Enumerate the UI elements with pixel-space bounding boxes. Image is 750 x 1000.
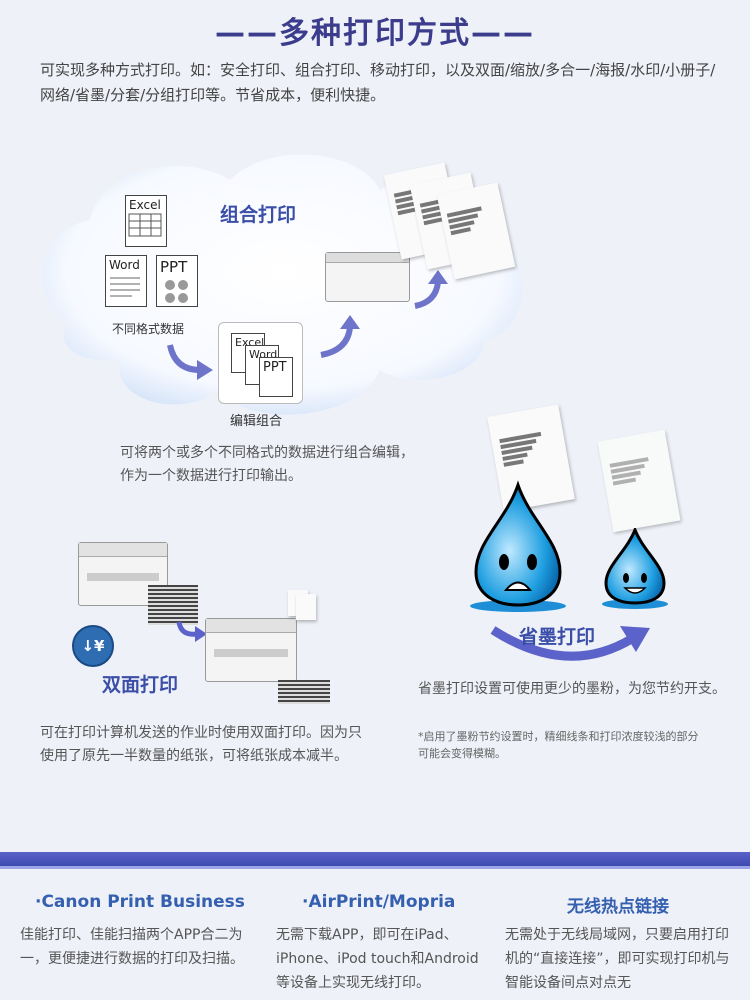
combo-heading: 组合打印 [220,204,297,226]
curved-arrow-icon [167,344,213,380]
printer-icon [325,252,410,302]
duplex-heading: 双面打印 [102,674,179,696]
toner-note: *启用了墨粉节约设置时，精细线条和打印浓度较浅的部分可能会变得模糊。 [418,730,699,760]
duplex-description: 可在打印计算机发送的作业时使用双面打印。因为只使用了原先一半数量的纸张，可将纸张… [40,725,362,764]
feature-canon-text: 佳能打印、佳能扫描两个APP合二为一，更便捷进行数据的打印及扫描。 [20,927,244,967]
ppt-document-icon: PPT [156,255,198,307]
toner-heading: 省墨打印 [519,626,596,648]
paper-stack-icon [148,585,198,625]
word-document-icon: Word [105,255,147,307]
feature-wifi-heading: 无线热点链接 [567,897,669,917]
toner-arc-arrow-icon [490,626,650,661]
intro-text: 可实现多种方式打印。如：安全打印、组合打印、移动打印，以及双面/缩放/多合一/海… [40,61,716,104]
toner-page-icon-light [597,429,681,533]
sad-drop-icon [470,480,566,612]
duplex-sheet-icon [296,594,316,620]
feature-airprint-heading: ·AirPrint/Mopria [302,892,456,912]
combo-description: 可将两个或多个不同格式的数据进行组合编辑，作为一个数据进行打印输出。 [120,445,414,484]
feature-wifi-text: 无需处于无线局域网，只要启用打印机的“直接连接”，即可实现打印机与智能设备间点对… [505,927,730,991]
paper-stack-small-icon [278,680,330,704]
cost-down-icon: ↓¥ [72,625,114,667]
edit-combo-box: Excel Word PPT [218,322,303,404]
duplex-printer-icon-2 [205,618,297,682]
formats-label: 不同格式数据 [112,322,185,336]
feature-airprint-text: 无需下载APP，即可在iPad、iPhone、iPod touch和Androi… [276,927,479,991]
edit-label: 编辑组合 [230,414,283,429]
excel-document-icon: Excel [125,195,167,247]
curved-arrow-up-icon-2 [414,270,448,309]
feature-canon-heading: ·Canon Print Business [35,892,245,912]
arrow-right-icon [176,621,207,642]
curved-arrow-up-icon [320,315,360,358]
happy-drop-icon [602,528,668,609]
page-title: ——多种打印方式—— [215,16,535,51]
toner-description: 省墨打印设置可使用更少的墨粉，为您节约开支。 [418,681,726,697]
section-divider [0,852,750,869]
